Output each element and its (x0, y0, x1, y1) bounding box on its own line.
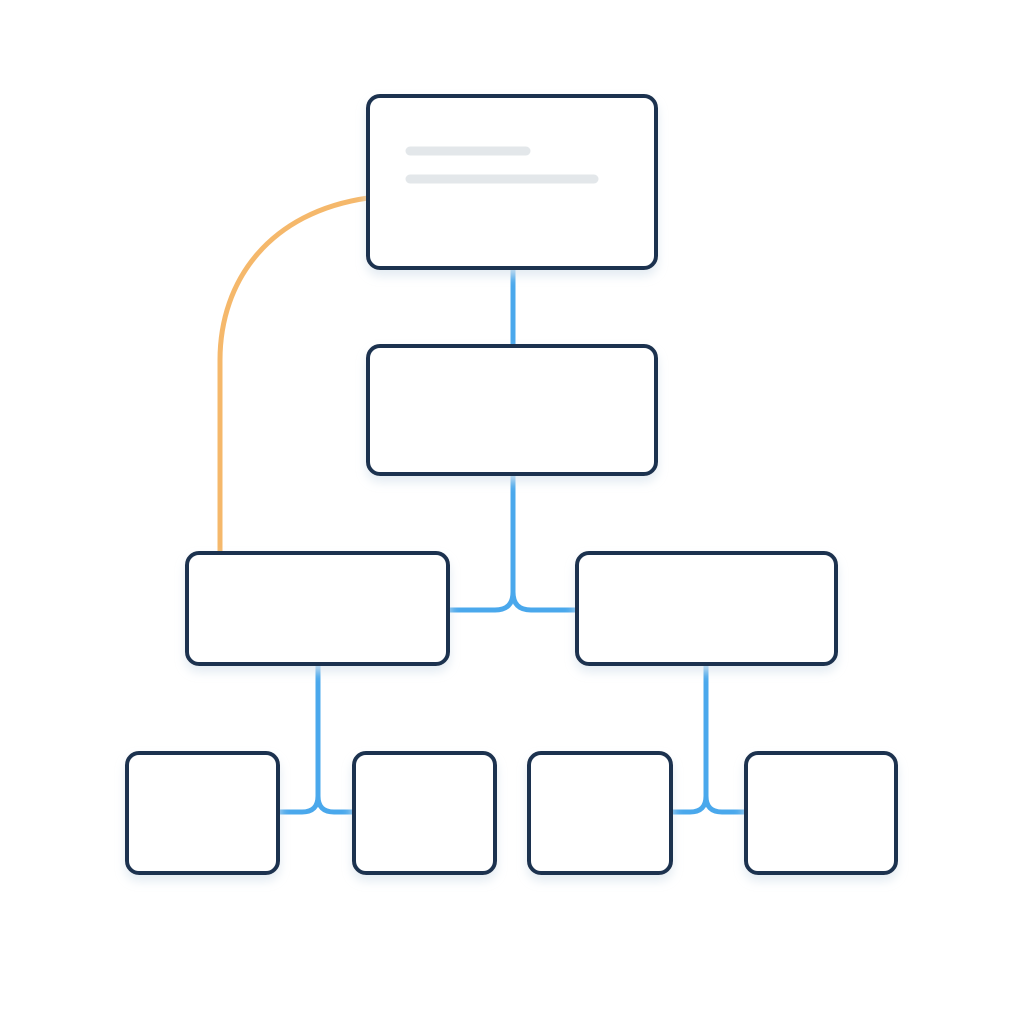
node-level-1[interactable] (366, 344, 658, 476)
connector-level-1-to-level-2 (445, 471, 581, 613)
node-level-3-left-a[interactable] (125, 751, 280, 875)
node-level-3-right-b[interactable] (744, 751, 898, 875)
connector-level-2-right-to-children (668, 661, 749, 815)
nodes (125, 94, 898, 875)
node-level-2-left[interactable] (185, 551, 450, 666)
cross-link-root-to-level-2-left (217, 195, 371, 555)
node-level-2-right[interactable] (575, 551, 838, 666)
node-level-3-left-b[interactable] (352, 751, 497, 875)
tree-connectors (275, 265, 749, 815)
node-level-3-right-a[interactable] (527, 751, 673, 875)
node-root[interactable] (366, 94, 658, 270)
connector-level-2-left-to-children (275, 661, 357, 815)
